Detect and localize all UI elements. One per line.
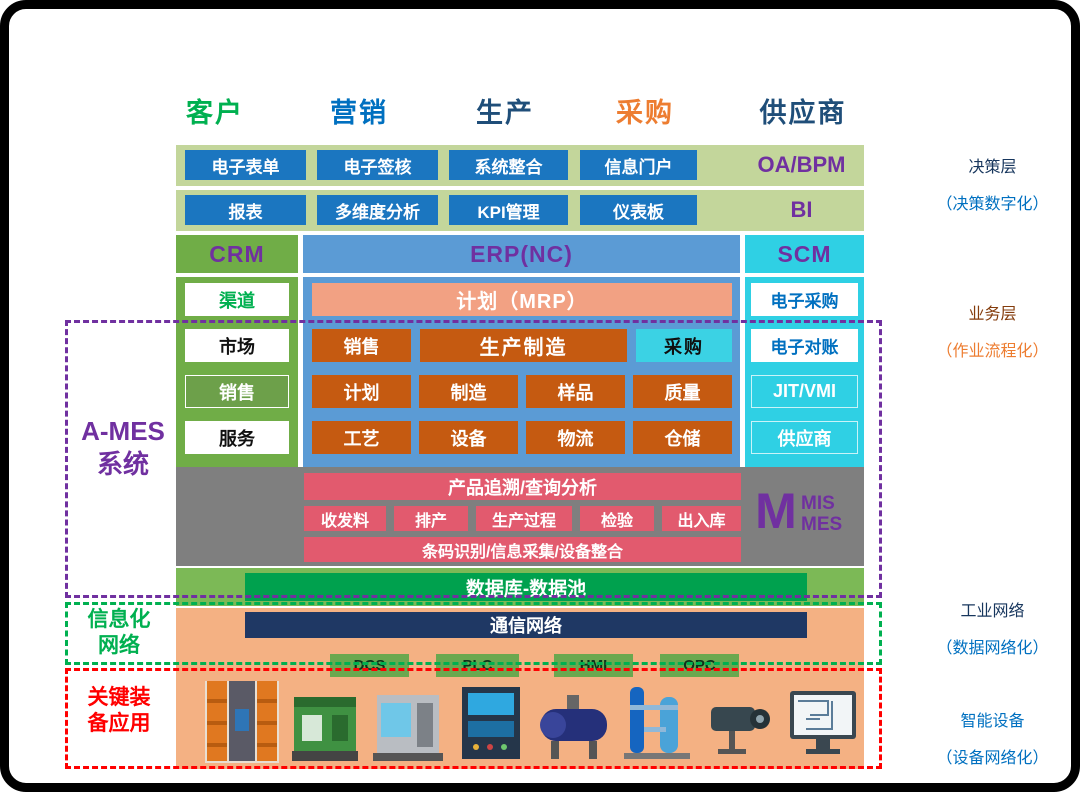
business-layer-sub: （作业流程化） — [936, 343, 1049, 360]
header-marketing: 营销 — [330, 97, 388, 128]
oa-button-integration: 系统整合 — [449, 150, 568, 180]
mis-mes-logo-m: M — [755, 483, 797, 539]
business-layer-title: 业务层 — [968, 306, 1017, 323]
erp-item-process: 工艺 — [312, 421, 411, 454]
key-equipment-line2: 备应用 — [87, 712, 151, 736]
scm-item-jit-vmi: JIT/VMI — [751, 375, 858, 408]
crm-item-channel: 渠道 — [185, 283, 289, 316]
bi-button-report: 报表 — [185, 195, 306, 225]
mes-barcode-bar: 条码识别/信息采集/设备整合 — [304, 537, 741, 562]
scm-item-eprocurement: 电子采购 — [751, 283, 858, 316]
erp-system-box: ERP(NC) — [303, 235, 740, 273]
erp-item-equipment: 设备 — [419, 421, 518, 454]
mis-mes-logo-text: MIS MES — [801, 493, 842, 535]
mes-item-inspection: 检验 — [580, 506, 654, 531]
warehouse-rack-image — [203, 677, 281, 763]
ames-line1: A-MES — [81, 416, 165, 446]
erp-item-manufacturing: 生产制造 — [420, 329, 627, 362]
device-button-opc: OPC — [660, 654, 739, 677]
database-pool-bar: 数据库-数据池 — [245, 573, 807, 601]
erp-item-warehouse: 仓储 — [633, 421, 732, 454]
communication-network-bar: 通信网络 — [245, 612, 807, 638]
device-button-dcs: DCS — [330, 654, 409, 677]
mes-label: MES — [801, 514, 843, 535]
monitor-blueprint-image — [784, 677, 862, 763]
header-customer: 客户 — [186, 97, 244, 128]
molding-machine-image — [286, 677, 364, 763]
erp-item-sales: 销售 — [312, 329, 411, 362]
control-panel-image — [452, 677, 530, 763]
erp-item-logistics: 物流 — [526, 421, 625, 454]
smart-device-sub: （设备网络化） — [936, 750, 1049, 767]
crm-item-service: 服务 — [185, 421, 289, 454]
header-purchasing: 采购 — [616, 97, 674, 128]
decision-layer-title: 决策层 — [968, 159, 1017, 176]
oa-button-portal: 信息门户 — [580, 150, 697, 180]
cctv-camera-image — [701, 677, 779, 763]
erp-mrp-bar: 计划（MRP） — [312, 283, 732, 316]
bi-button-kpi: KPI管理 — [449, 195, 568, 225]
industrial-network-sub: （数据网络化） — [936, 640, 1049, 657]
piping-column-image — [618, 677, 696, 763]
equipment-row — [203, 677, 865, 765]
device-button-plc: PLC — [436, 654, 519, 677]
oa-bpm-label: OA/BPM — [757, 152, 846, 177]
erp-item-make: 制造 — [419, 375, 518, 408]
erp-item-purchasing: 采购 — [636, 329, 732, 362]
info-network-label: 信息化 网络 — [71, 607, 167, 660]
header-supplier: 供应商 — [759, 97, 847, 128]
mes-item-scheduling: 排产 — [394, 506, 468, 531]
bi-button-analysis: 多维度分析 — [317, 195, 438, 225]
smart-device-title: 智能设备 — [960, 713, 1025, 730]
key-equipment-line1: 关键装 — [87, 686, 151, 709]
bi-label: BI — [790, 197, 813, 222]
key-equipment-label: 关键装 备应用 — [71, 685, 167, 738]
vacuum-tank-image — [535, 677, 613, 763]
oa-button-eform: 电子表单 — [185, 150, 306, 180]
mes-trace-bar: 产品追溯/查询分析 — [304, 473, 741, 500]
header-production: 生产 — [476, 97, 534, 128]
bi-button-dashboard: 仪表板 — [580, 195, 697, 225]
mes-item-receiving: 收发料 — [304, 506, 386, 531]
scm-item-ereconciliation: 电子对账 — [751, 329, 858, 362]
info-network-line1: 信息化 — [87, 608, 151, 631]
erp-item-plan: 计划 — [312, 375, 411, 408]
ames-line2: 系统 — [96, 448, 149, 479]
mes-item-in-out: 出入库 — [662, 506, 741, 531]
scm-item-supplier: 供应商 — [751, 421, 858, 454]
info-network-line2: 网络 — [98, 634, 140, 658]
crm-item-sales: 销售 — [185, 375, 289, 408]
oa-button-esign: 电子签核 — [317, 150, 438, 180]
mis-label: MIS — [801, 493, 835, 514]
scm-system-box: SCM — [745, 235, 864, 273]
crm-system-box: CRM — [176, 235, 298, 273]
industrial-network-title: 工业网络 — [960, 603, 1025, 620]
erp-item-quality: 质量 — [633, 375, 732, 408]
mes-item-production-process: 生产过程 — [476, 506, 572, 531]
erp-item-sample: 样品 — [526, 375, 625, 408]
crm-item-market: 市场 — [185, 329, 289, 362]
device-button-hmi: HMI — [554, 654, 633, 677]
ames-system-label: A-MES 系统 — [67, 415, 179, 480]
cnc-machine-image — [369, 677, 447, 763]
decision-layer-sub: （决策数字化） — [936, 196, 1049, 213]
